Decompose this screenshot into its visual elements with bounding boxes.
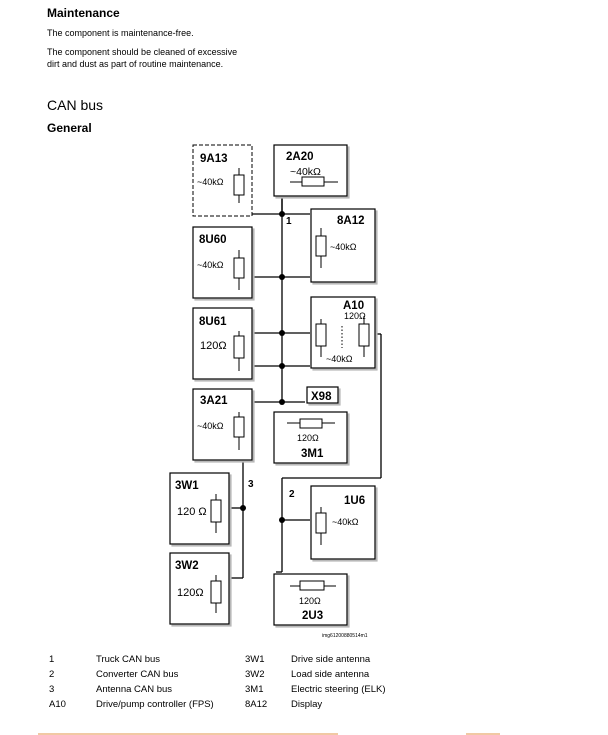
- label-X98: X98: [311, 391, 332, 403]
- value-3M1: 120Ω: [297, 433, 319, 443]
- label-8U61: 8U61: [199, 316, 227, 328]
- label-3A21: 3A21: [200, 395, 228, 407]
- box-2A20: [273, 144, 348, 197]
- footer-bar-left: [38, 733, 338, 735]
- label-8A12: 8A12: [337, 215, 365, 227]
- value-3A21: ~40kΩ: [197, 421, 224, 431]
- value-8U60: ~40kΩ: [197, 260, 224, 270]
- label-1U6: 1U6: [344, 495, 365, 507]
- footer-bar-right: [466, 733, 500, 735]
- maintenance-text-1: The component is maintenance-free.: [47, 28, 194, 38]
- label-3W1: 3W1: [175, 480, 199, 492]
- legend2-desc-1: Drive side antenna: [291, 654, 371, 665]
- value-8A12: ~40kΩ: [330, 242, 357, 252]
- value-2A20: ~40kΩ: [290, 166, 321, 178]
- maintenance-text-2a: The component should be cleaned of exces…: [47, 47, 238, 57]
- label-9A13: 9A13: [200, 153, 228, 165]
- legend-desc-2: Converter CAN bus: [96, 669, 179, 680]
- canbus-subtitle: General: [47, 121, 92, 135]
- legend2-desc-3: Electric steering (ELK): [291, 684, 386, 695]
- label-2A20: 2A20: [286, 151, 314, 163]
- canbus-title: CAN bus: [47, 97, 104, 113]
- legend-desc-3: Antenna CAN bus: [96, 684, 173, 695]
- value-A10-40: ~40kΩ: [326, 354, 353, 364]
- legend-key-1: 1: [49, 654, 55, 665]
- legend-desc-1: Truck CAN bus: [96, 654, 161, 665]
- value-3W2: 120Ω: [177, 587, 204, 599]
- value-A10-120: 120Ω: [344, 311, 366, 321]
- label-3W2: 3W2: [175, 560, 199, 572]
- legend-key-4: A10: [49, 699, 66, 710]
- node-1: 1: [286, 216, 292, 227]
- value-9A13: ~40kΩ: [197, 177, 224, 187]
- label-3M1: 3M1: [301, 448, 324, 460]
- legend2-desc-4: Display: [291, 699, 323, 710]
- image-id: img61200880514m1: [322, 633, 368, 639]
- legend2-key-4: 8A12: [245, 699, 268, 710]
- legend-desc-4: Drive/pump controller (FPS): [96, 699, 214, 710]
- maintenance-title: Maintenance: [47, 6, 120, 20]
- label-8U60: 8U60: [199, 234, 227, 246]
- legend2-key-3: 3M1: [245, 684, 264, 695]
- value-1U6: ~40kΩ: [332, 517, 359, 527]
- label-A10: A10: [343, 300, 364, 312]
- value-3W1: 120 Ω: [177, 506, 207, 518]
- node-2: 2: [289, 489, 295, 500]
- legend-key-3: 3: [49, 684, 55, 695]
- legend2-key-1: 3W1: [245, 654, 265, 665]
- value-2U3: 120Ω: [299, 596, 321, 606]
- node-3: 3: [248, 479, 254, 490]
- value-8U61: 120Ω: [200, 340, 227, 352]
- maintenance-text-2b: dirt and dust as part of routine mainten…: [47, 59, 224, 69]
- legend-key-2: 2: [49, 669, 55, 680]
- box-X98: [306, 386, 339, 404]
- legend2-key-2: 3W2: [245, 669, 265, 680]
- label-2U3: 2U3: [302, 610, 323, 622]
- legend2-desc-2: Load side antenna: [291, 669, 370, 680]
